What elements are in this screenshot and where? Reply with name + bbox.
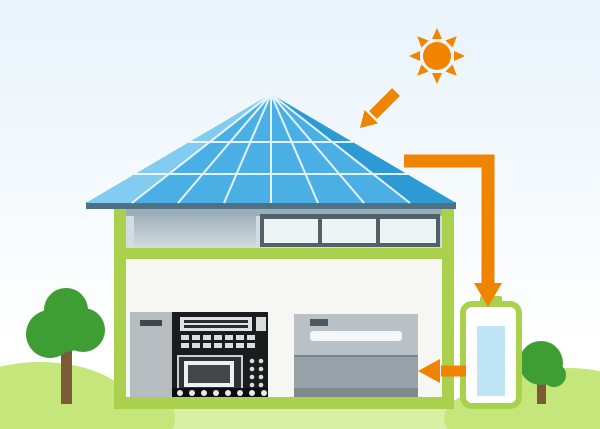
sun-disc <box>423 42 451 70</box>
oven-button-rows <box>181 335 255 348</box>
dishwasher-control-panel <box>310 319 328 326</box>
microwave-window <box>188 365 230 383</box>
oven-small-display <box>256 317 266 331</box>
solar-panel-grid <box>131 93 411 204</box>
arrow-roof-to-battery <box>404 154 502 307</box>
house-frame-right <box>442 203 454 409</box>
energy-flow-arrows <box>360 88 502 383</box>
battery-charge-level <box>477 326 505 396</box>
tree-left-canopy <box>46 312 86 352</box>
oven-unit <box>130 312 268 397</box>
dishwasher <box>294 314 418 397</box>
oven-side-panel <box>130 312 172 397</box>
oven-side-handle <box>140 320 162 326</box>
microwave-oven <box>177 355 264 393</box>
dishwasher-base <box>294 388 418 397</box>
oven-knobs <box>177 390 267 396</box>
floor-divider <box>126 248 442 259</box>
roof-dark-face <box>271 94 456 203</box>
sun-icon <box>409 28 465 84</box>
oven-knob-strip <box>172 388 268 397</box>
tree-left <box>26 288 105 404</box>
microwave-buttons <box>249 358 264 388</box>
tree-right <box>519 341 566 404</box>
tree-right-trunk <box>537 380 546 404</box>
arrow-battery-to-appliances <box>418 359 466 383</box>
house-frame-left <box>114 203 126 409</box>
window-pane-1 <box>264 219 318 243</box>
storage-battery <box>460 296 522 409</box>
window-pane-3 <box>380 219 436 243</box>
house-frame-bottom <box>114 397 454 409</box>
eave-shadow <box>126 205 442 216</box>
upper-floor-windows <box>260 214 440 247</box>
sun-rays <box>409 28 465 84</box>
oven-display <box>180 317 252 331</box>
house-frame <box>114 203 454 409</box>
solar-panel-roof <box>86 93 456 209</box>
window-pane-2 <box>322 219 376 243</box>
dishwasher-handle <box>310 331 402 341</box>
arrow-sun-to-roof <box>360 88 400 128</box>
roof-eave-edge <box>86 202 456 209</box>
tree-left-trunk <box>61 348 72 404</box>
range-hood-window <box>134 216 256 246</box>
roof-light-face <box>86 94 271 203</box>
